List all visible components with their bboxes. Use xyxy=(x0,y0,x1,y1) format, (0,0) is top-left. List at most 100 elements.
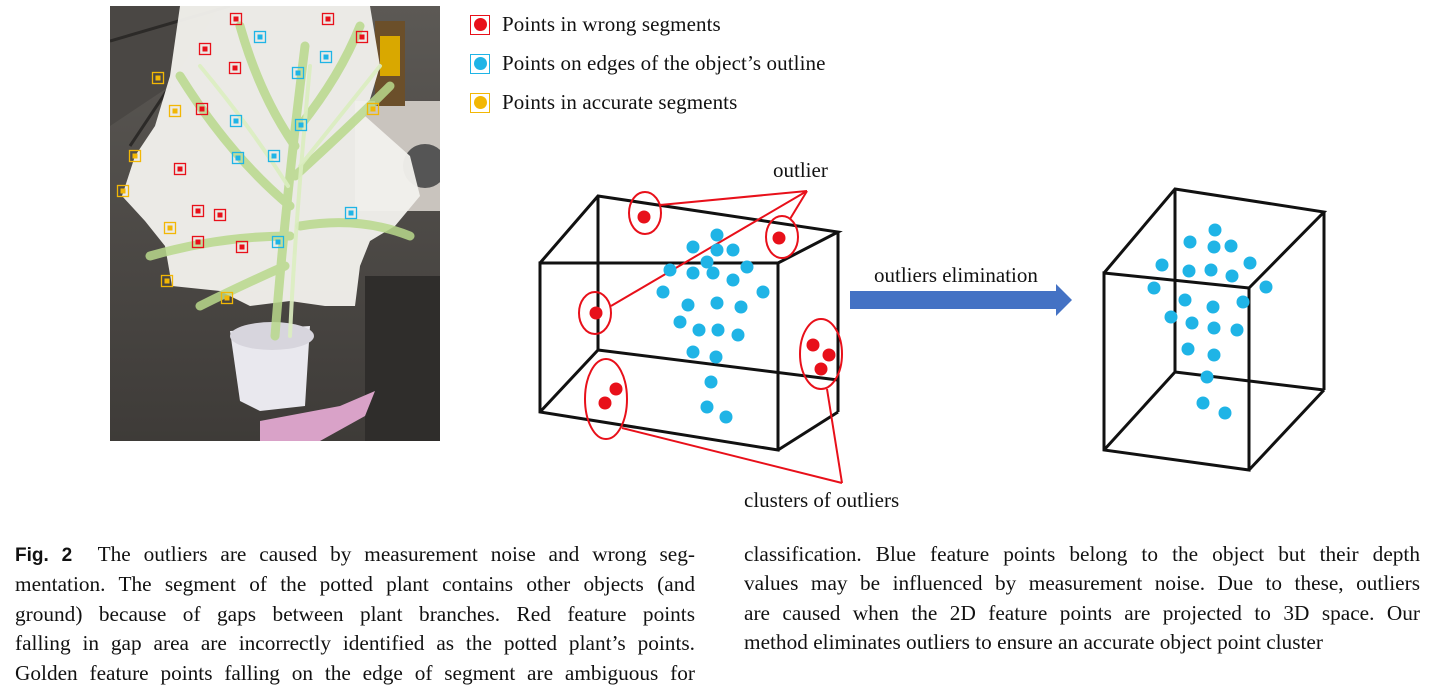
blue-point xyxy=(692,323,706,337)
blue-feature-point-marker xyxy=(229,114,243,128)
blue-feature-point-marker xyxy=(294,118,308,132)
blue-point xyxy=(1181,342,1195,356)
plant-segmentation-photo xyxy=(110,6,440,441)
caption-line: Golden feature points falling on the edg… xyxy=(15,660,695,685)
red-feature-point-marker xyxy=(173,162,187,176)
blue-feature-point-marker xyxy=(267,149,281,163)
gold-feature-point-marker xyxy=(116,184,130,198)
blue-point xyxy=(726,273,740,287)
caption-text: The outliers are caused by measurement n… xyxy=(97,542,695,566)
blue-point xyxy=(700,255,714,269)
noisy-point-cloud-box xyxy=(538,194,843,452)
gold-feature-point-marker xyxy=(160,274,174,288)
outlier-label: outlier xyxy=(773,158,828,182)
gold-feature-point-marker xyxy=(168,104,182,118)
blue-point xyxy=(1200,370,1214,384)
blue-point xyxy=(1230,323,1244,337)
blue-feature-point-marker xyxy=(271,235,285,249)
red-outlier-point xyxy=(598,396,612,410)
blue-point xyxy=(1207,321,1221,335)
blue-point xyxy=(734,300,748,314)
caption-line: falling in gap area are incorrectly iden… xyxy=(15,631,695,656)
blue-point xyxy=(686,266,700,280)
figure: Points in wrong segments Points on edges… xyxy=(110,5,1328,512)
legend: Points in wrong segments Points on edges… xyxy=(470,5,826,122)
red-outlier-point xyxy=(806,338,820,352)
blue-point xyxy=(700,400,714,414)
blue-point xyxy=(1204,263,1218,277)
gold-feature-point-marker xyxy=(128,149,142,163)
red-outlier-point xyxy=(589,306,603,320)
clusters-of-outliers-label: clusters of outliers xyxy=(744,488,900,512)
blue-point xyxy=(686,240,700,254)
red-outlier-point xyxy=(609,382,623,396)
red-feature-point-marker xyxy=(191,235,205,249)
blue-point xyxy=(756,285,770,299)
red-outlier-point xyxy=(637,210,651,224)
blue-point xyxy=(1218,406,1232,420)
blue-point xyxy=(740,260,754,274)
legend-item-red: Points in wrong segments xyxy=(470,5,826,44)
blue-point xyxy=(1207,240,1221,254)
blue-point xyxy=(719,410,733,424)
red-outlier-point xyxy=(772,231,786,245)
gold-feature-point-marker xyxy=(151,71,165,85)
blue-point xyxy=(1183,235,1197,249)
red-feature-point-marker xyxy=(229,12,243,26)
blue-feature-point-marker xyxy=(291,66,305,80)
blue-point xyxy=(1225,269,1239,283)
blue-point xyxy=(681,298,695,312)
blue-point xyxy=(1147,281,1161,295)
blue-feature-point-marker xyxy=(253,30,267,44)
red-feature-point-marker xyxy=(191,204,205,218)
blue-point xyxy=(1207,348,1221,362)
legend-label: Points in wrong segments xyxy=(502,12,721,36)
figure-label: Fig. 2 xyxy=(15,545,73,566)
caption-line: mentation. The segment of the potted pla… xyxy=(15,572,695,597)
blue-point xyxy=(710,243,724,257)
blue-point xyxy=(673,315,687,329)
gold-feature-point-marker xyxy=(163,221,177,235)
blue-point xyxy=(710,296,724,310)
clean-point-cloud-box xyxy=(1102,187,1328,472)
point-cloud-diagram xyxy=(538,187,1328,484)
blue-point xyxy=(1243,256,1257,270)
blue-point xyxy=(1182,264,1196,278)
blue-point xyxy=(1185,316,1199,330)
red-feature-point-marker xyxy=(321,12,335,26)
blue-point xyxy=(1224,239,1238,253)
legend-label: Points on edges of the object’s outline xyxy=(502,51,826,75)
blue-point xyxy=(1155,258,1169,272)
outliers-elimination-label: outliers elimination xyxy=(874,263,1038,287)
caption-line: Fig. 2 The outliers are caused by measur… xyxy=(15,540,695,570)
blue-point xyxy=(1164,310,1178,324)
elimination-arrow xyxy=(850,284,1072,316)
blue-feature-point-marker xyxy=(344,206,358,220)
red-feature-point-marker xyxy=(235,240,249,254)
outlier-ellipses xyxy=(578,191,843,440)
outlier-pointer-lines xyxy=(610,190,843,484)
blue-point xyxy=(731,328,745,342)
blue-point xyxy=(1206,300,1220,314)
red-outlier-point xyxy=(814,362,828,376)
legend-item-gold: Points in accurate segments xyxy=(470,83,826,122)
blue-point xyxy=(711,323,725,337)
caption-line: classification. Blue feature points belo… xyxy=(744,542,1420,566)
red-feature-point-marker xyxy=(355,30,369,44)
red-feature-point-marker xyxy=(198,42,212,56)
blue-point xyxy=(1208,223,1222,237)
legend-item-blue: Points on edges of the object’s outline xyxy=(470,44,826,83)
blue-point xyxy=(709,350,723,364)
blue-feature-point-marker xyxy=(231,151,245,165)
red-outlier-point xyxy=(822,348,836,362)
blue-point xyxy=(1178,293,1192,307)
blue-point xyxy=(726,243,740,257)
gold-feature-point-marker xyxy=(220,291,234,305)
red-point-icon xyxy=(470,14,490,35)
figure-caption-left: Fig. 2 The outliers are caused by measur… xyxy=(15,540,695,688)
gold-feature-point-marker xyxy=(366,102,380,116)
blue-point-icon xyxy=(470,53,490,74)
figure-caption-right: classification. Blue feature points belo… xyxy=(744,540,1420,658)
caption-line: values may be influenced by measurement … xyxy=(744,571,1420,596)
blue-point xyxy=(1236,295,1250,309)
